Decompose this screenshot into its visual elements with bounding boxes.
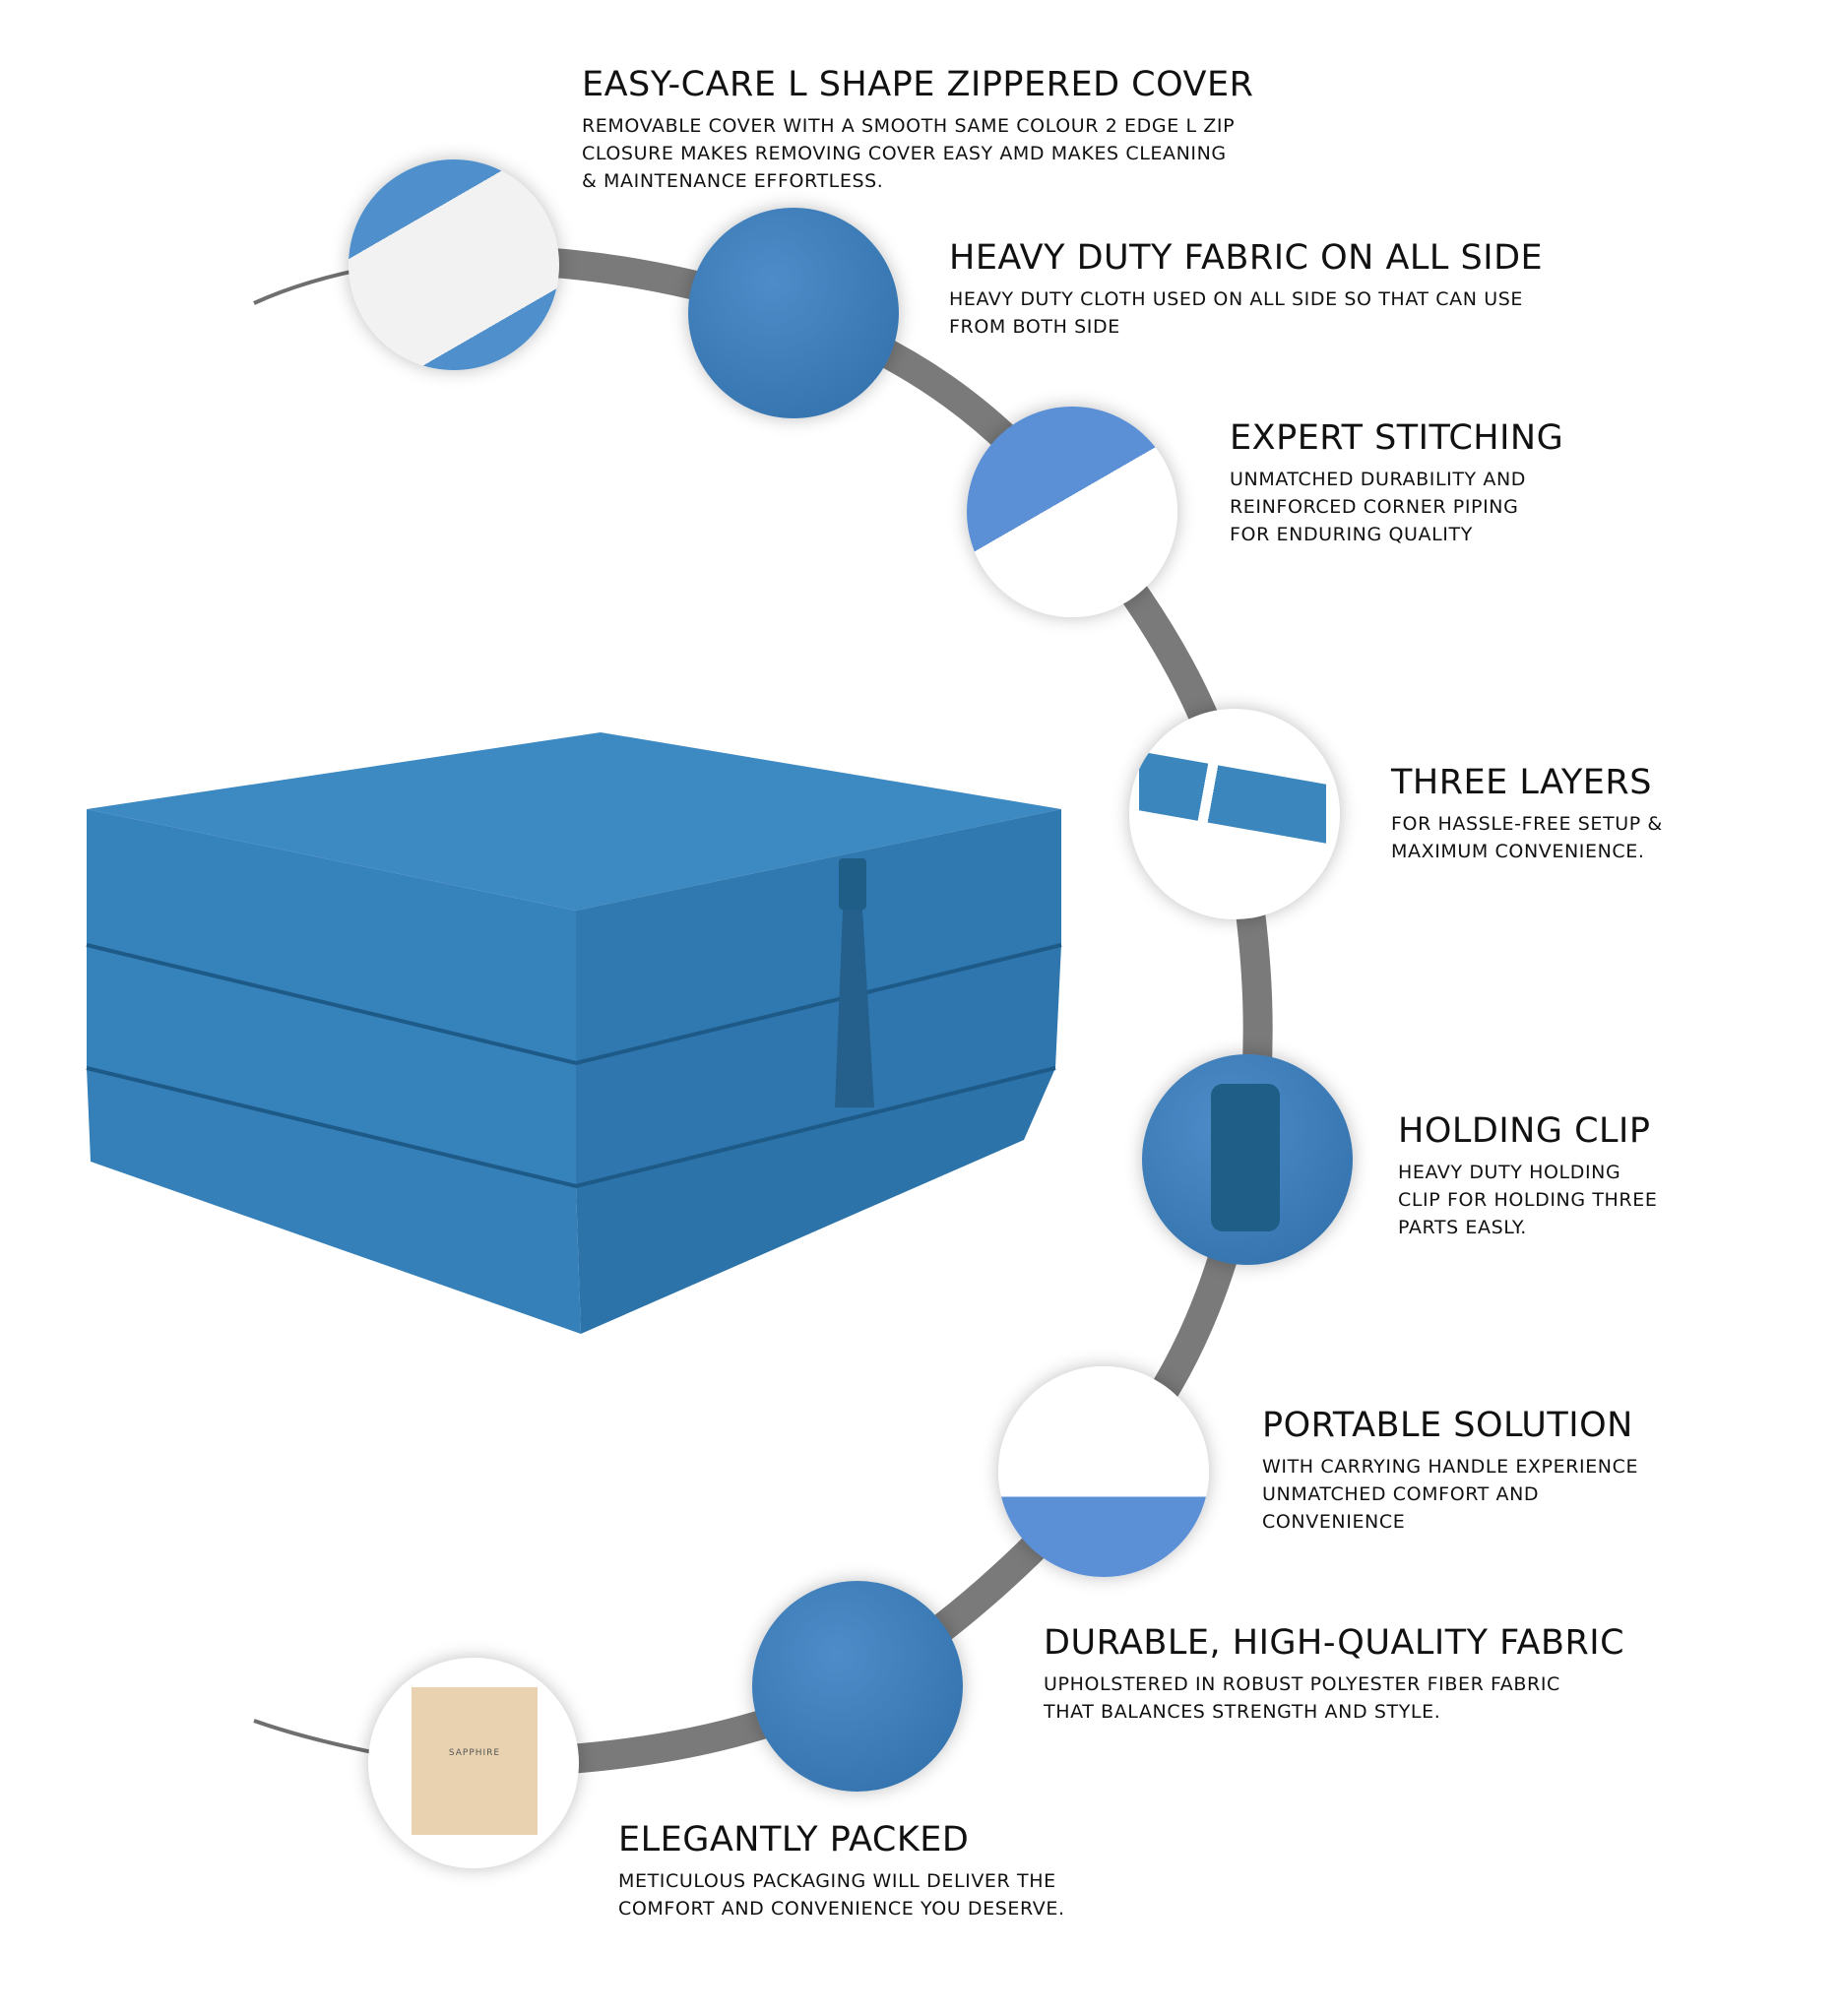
feature-description: METICULOUS PACKAGING WILL DELIVER THE CO… xyxy=(618,1870,1065,1920)
feature-description: FOR HASSLE-FREE SETUP & MAXIMUM CONVENIE… xyxy=(1391,813,1663,862)
feature-title: DURABLE, HIGH-QUALITY FABRIC xyxy=(1044,1623,1625,1663)
feature-description: UNMATCHED DURABILITY AND REINFORCED CORN… xyxy=(1230,469,1527,545)
fabric-closeup-image xyxy=(688,208,899,418)
feature-description: UPHOLSTERED IN ROBUST POLYESTER FIBER FA… xyxy=(1044,1673,1560,1723)
buckle-icon xyxy=(1211,1084,1280,1231)
stitching-closeup-image xyxy=(967,407,1177,617)
packaging-image: SAPPHIRE xyxy=(368,1658,579,1868)
holding-clip-image xyxy=(1142,1054,1353,1265)
feature-durable-fabric: DURABLE, HIGH-QUALITY FABRIC UPHOLSTERED … xyxy=(1044,1621,1624,1726)
feature-heavy-duty-fabric: HEAVY DUTY FABRIC ON ALL SIDE HEAVY DUTY … xyxy=(949,236,1543,341)
zippered-cover-image xyxy=(349,159,559,370)
feature-zippered-cover: EASY-CARE L SHAPE ZIPPERED COVER REMOVABL… xyxy=(582,63,1253,195)
feature-description: HEAVY DUTY CLOTH USED ON ALL SIDE SO THA… xyxy=(949,288,1523,338)
feature-description: WITH CARRYING HANDLE EXPERIENCE UNMATCHE… xyxy=(1262,1456,1639,1533)
feature-title: THREE LAYERS xyxy=(1391,763,1652,802)
carry-handle-image xyxy=(998,1366,1209,1577)
feature-title: EASY-CARE L SHAPE ZIPPERED COVER xyxy=(582,65,1254,104)
feature-title: HOLDING CLIP xyxy=(1398,1111,1651,1151)
feature-title: ELEGANTLY PACKED xyxy=(618,1820,970,1859)
package-brand-logo: SAPPHIRE xyxy=(448,1748,501,1758)
feature-three-layers: THREE LAYERS FOR HASSLE-FREE SETUP & MAXI… xyxy=(1391,761,1663,865)
feature-description: REMOVABLE COVER WITH A SMOOTH SAME COLOU… xyxy=(582,115,1236,192)
feature-holding-clip: HOLDING CLIP HEAVY DUTY HOLDING CLIP FOR … xyxy=(1398,1109,1657,1241)
feature-title: PORTABLE SOLUTION xyxy=(1262,1406,1633,1445)
buckle-icon xyxy=(839,858,866,910)
three-layers-image xyxy=(1129,709,1340,919)
folded-mattress-image xyxy=(86,732,1062,1334)
feature-description: HEAVY DUTY HOLDING CLIP FOR HOLDING THRE… xyxy=(1398,1162,1658,1238)
feature-portable-solution: PORTABLE SOLUTION WITH CARRYING HANDLE EX… xyxy=(1262,1404,1638,1536)
feature-title: EXPERT STITCHING xyxy=(1230,418,1564,458)
feature-title: HEAVY DUTY FABRIC ON ALL SIDE xyxy=(949,238,1544,278)
feature-elegantly-packed: ELEGANTLY PACKED METICULOUS PACKAGING WIL… xyxy=(618,1818,1065,1922)
feature-expert-stitching: EXPERT STITCHING UNMATCHED DURABILITY AND… xyxy=(1230,416,1563,548)
fabric-texture-image xyxy=(752,1581,963,1792)
